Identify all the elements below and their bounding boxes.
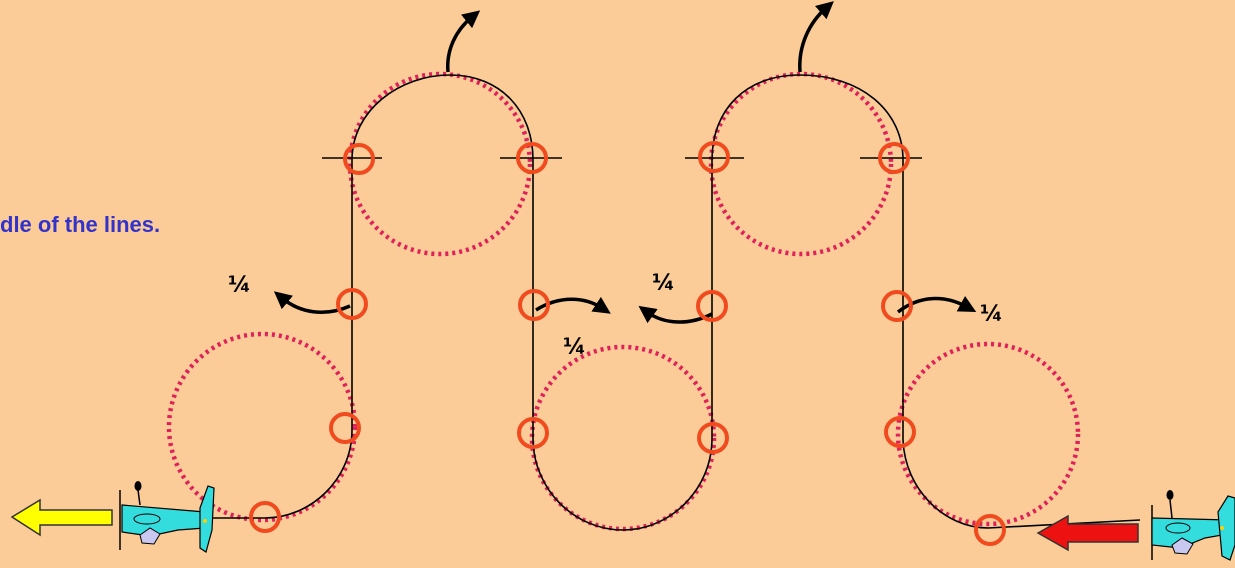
checkpoint-circle: [974, 514, 1006, 546]
flight-path: [130, 74, 1141, 531]
checkpoint-circle: [336, 288, 368, 320]
quarter-label-1: ¼: [228, 273, 251, 298]
quarter-label-3: ¼: [652, 271, 675, 296]
reference-circle-bottom-2: [529, 344, 717, 532]
checkpoint-circle: [878, 142, 910, 174]
checkpoint-circle: [881, 290, 913, 322]
yellow-arrow-icon: [10, 498, 113, 537]
exit-arrow-1: [446, 10, 481, 73]
checkpoint-circle: [697, 422, 729, 454]
checkpoint-circle: [343, 143, 375, 175]
checkpoint-circle: [518, 289, 550, 321]
caption-text: dle of the lines.: [0, 212, 161, 237]
reference-circle-bottom-3: [895, 341, 1081, 527]
checkpoint-circle: [696, 290, 728, 322]
checkpoint-circle: [517, 417, 549, 449]
airplane-icon: [119, 481, 215, 553]
quarter-roll-arrow-1: [273, 291, 351, 314]
checkpoint-circle: [698, 141, 730, 173]
quarter-label-2: ¼: [563, 335, 586, 360]
reference-circle-top-2: [708, 71, 894, 257]
reference-circle-top-1: [347, 71, 533, 257]
quarter-label-4: ¼: [980, 302, 1003, 327]
red-arrow-icon: [1036, 514, 1139, 552]
checkpoint-circle: [884, 416, 916, 448]
quarter-roll-arrow-2: [535, 296, 611, 314]
airplane-icon: [1151, 490, 1235, 561]
checkpoint-circle: [249, 501, 281, 533]
checkpoint-circle: [516, 142, 548, 174]
exit-arrow-2: [798, 1, 834, 73]
reference-circle-bottom-1: [166, 331, 358, 523]
checkpoint-circle: [329, 412, 361, 444]
quarter-roll-arrow-4: [896, 295, 977, 314]
